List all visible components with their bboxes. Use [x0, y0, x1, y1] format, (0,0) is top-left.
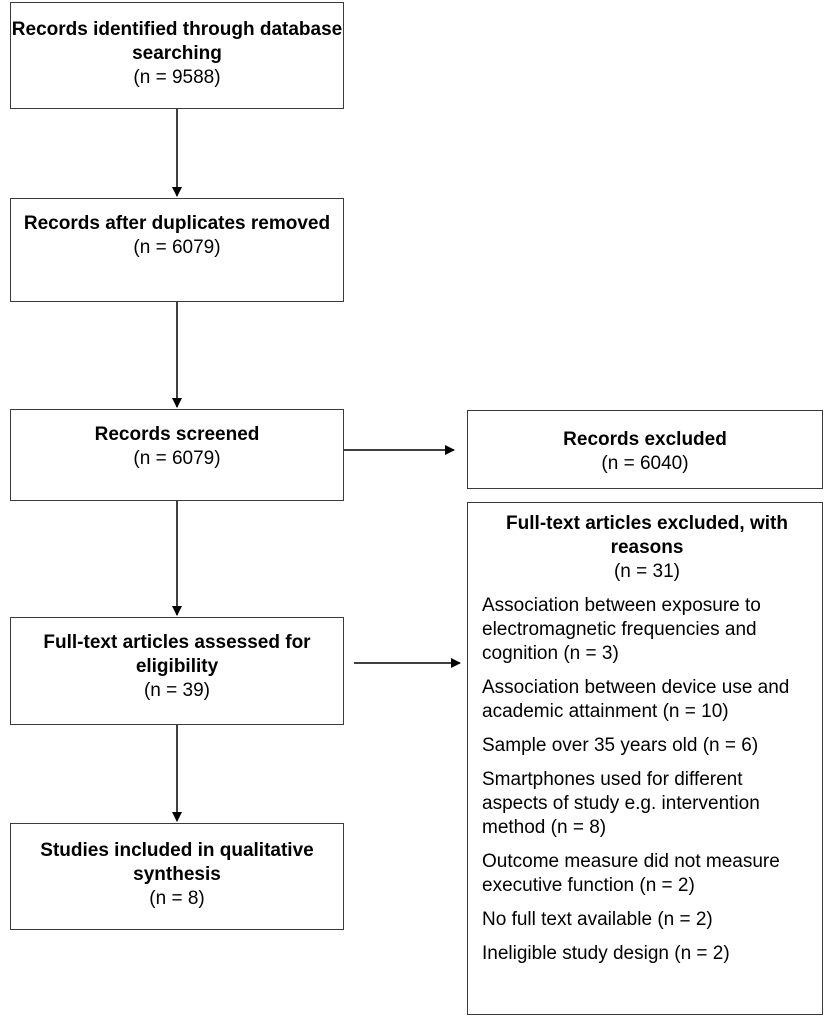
- box-title: Full-text articles excluded, with reason…: [506, 513, 788, 558]
- box-title: Studies included in qualitative synthesi…: [40, 840, 314, 885]
- exclusion-reason: Sample over 35 years old (n = 6): [482, 735, 759, 756]
- box-title: Records excluded: [563, 429, 727, 450]
- box-title: Full-text articles assessed for eligibil…: [43, 632, 311, 677]
- excluded-header: Full-text articles excluded, with reason…: [482, 512, 812, 584]
- box-count: (n = 31): [613, 561, 680, 582]
- box-title: Records identified through database sear…: [11, 19, 343, 64]
- box-title: Records after duplicates removed: [23, 213, 331, 234]
- exclusion-reason: No full text available (n = 2): [482, 909, 713, 930]
- records-screened-box: Records screened (n = 6079): [10, 409, 344, 501]
- exclusion-reason: Smartphones used for different aspects o…: [482, 769, 760, 838]
- fulltext-excluded-box: Full-text articles excluded, with reason…: [467, 502, 823, 1015]
- exclusion-reason: Outcome measure did not measure executiv…: [482, 851, 780, 896]
- box-count: (n = 6079): [133, 448, 221, 469]
- box-count: (n = 8): [149, 888, 205, 909]
- exclusion-reason: Ineligible study design (n = 2): [482, 943, 730, 964]
- records-identified-box: Records identified through database sear…: [10, 2, 344, 109]
- box-count: (n = 9588): [133, 67, 221, 88]
- records-after-duplicates-box: Records after duplicates removed (n = 60…: [10, 198, 344, 302]
- exclusion-reason: Association between exposure to electrom…: [482, 595, 761, 664]
- records-excluded-box: Records excluded (n = 6040): [467, 410, 823, 489]
- box-count: (n = 6079): [133, 237, 221, 258]
- studies-included-box: Studies included in qualitative synthesi…: [10, 823, 344, 930]
- exclusion-reason: Association between device use and acade…: [482, 677, 790, 722]
- fulltext-assessed-box: Full-text articles assessed for eligibil…: [10, 617, 344, 725]
- box-count: (n = 39): [143, 680, 210, 701]
- box-title: Records screened: [94, 424, 260, 445]
- box-count: (n = 6040): [601, 453, 689, 474]
